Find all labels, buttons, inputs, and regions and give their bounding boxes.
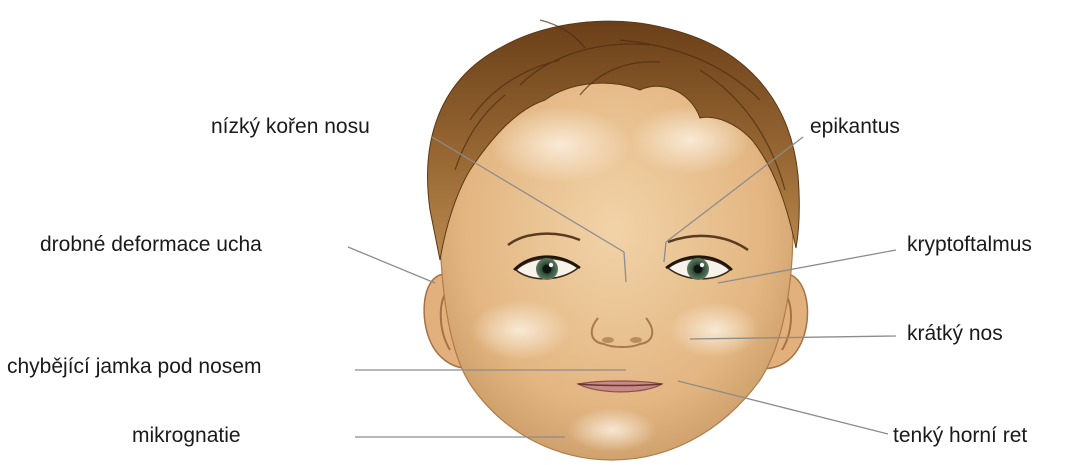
cheek-highlight-left bbox=[470, 300, 570, 360]
label-epicanthus: epikantus bbox=[810, 115, 900, 139]
leader-ear-deformities bbox=[348, 247, 435, 283]
label-thin-upper-lip: tenký horní ret bbox=[893, 424, 1027, 448]
label-micrognathia: mikrognatie bbox=[132, 424, 241, 448]
cheek-highlight-right bbox=[670, 302, 760, 358]
label-short-nose: krátký nos bbox=[907, 322, 1003, 346]
label-nasal-root: nízký kořen nosu bbox=[211, 115, 370, 139]
label-ear-deformities: drobné deformace ucha bbox=[40, 233, 262, 257]
label-cryptophthalmus: kryptoftalmus bbox=[907, 233, 1032, 257]
chin-highlight bbox=[567, 408, 657, 452]
label-missing-philtrum: chybějící jamka pod nosem bbox=[7, 355, 261, 379]
